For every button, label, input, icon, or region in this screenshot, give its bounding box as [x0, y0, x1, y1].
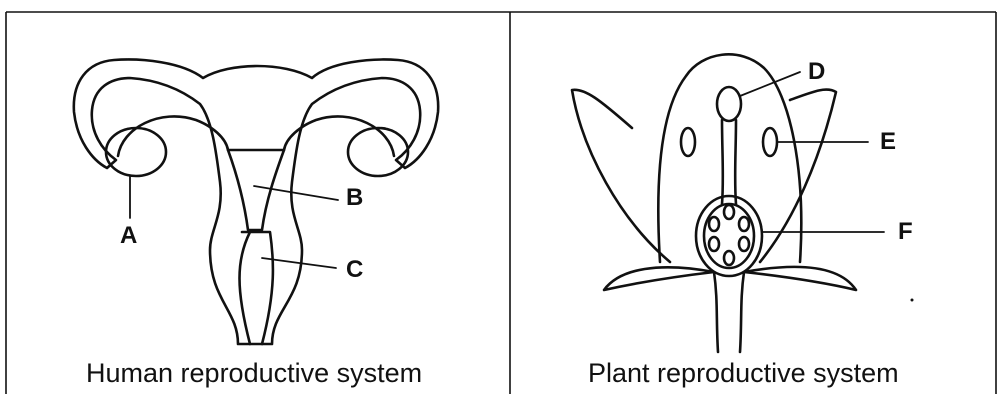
label-e: E	[880, 128, 896, 156]
stem	[714, 272, 744, 352]
stigma	[717, 87, 741, 121]
left-anther	[681, 128, 695, 156]
stray-dot	[911, 299, 914, 302]
label-b: B	[346, 184, 363, 212]
vaginal-canal	[240, 232, 273, 344]
left-petal	[572, 90, 670, 262]
central-petal	[658, 54, 801, 262]
label-c: C	[346, 256, 363, 284]
plant-reproductive-diagram	[572, 54, 914, 352]
human-caption: Human reproductive system	[86, 358, 422, 389]
label-a: A	[120, 222, 137, 250]
right-anther	[763, 128, 777, 156]
table-grid	[6, 12, 996, 394]
right-ovary	[348, 128, 408, 176]
label-f: F	[898, 218, 913, 246]
left-ovary	[106, 128, 166, 176]
human-reproductive-diagram	[74, 60, 438, 344]
ovules	[709, 205, 749, 265]
uterus-outer-outline	[74, 60, 438, 344]
pointer-b	[254, 186, 338, 200]
plant-caption: Plant reproductive system	[588, 358, 899, 389]
style	[722, 120, 736, 204]
label-d: D	[808, 58, 825, 86]
right-sepal	[744, 267, 856, 290]
left-sepal	[604, 267, 714, 290]
